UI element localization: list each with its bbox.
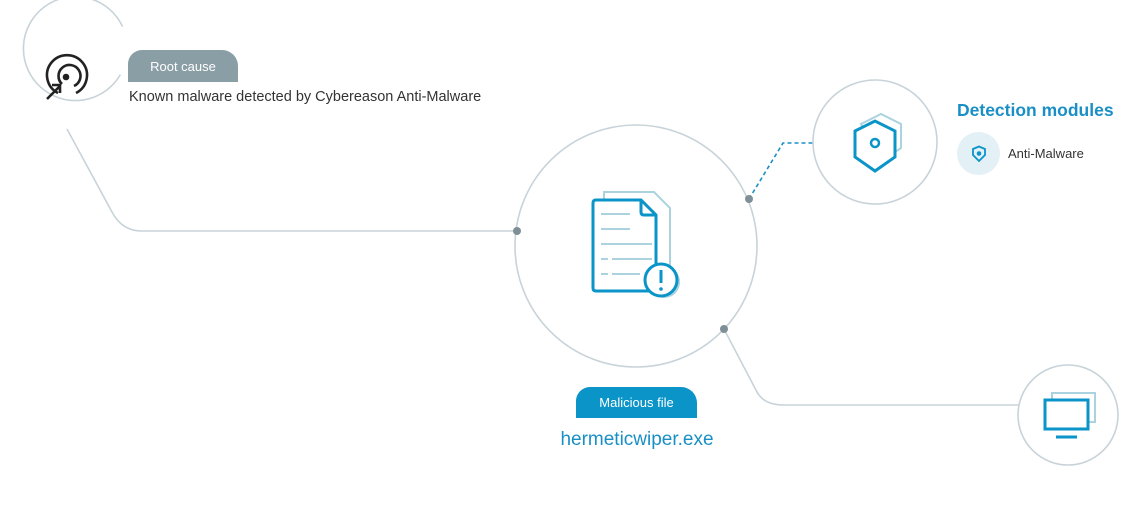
target-icon — [45, 53, 89, 100]
malicious-file-tab: Malicious file — [576, 387, 697, 418]
detection-module-label: Anti-Malware — [1008, 146, 1084, 161]
detection-connector — [748, 142, 815, 200]
malicious-file-name[interactable]: hermeticwiper.exe — [560, 429, 714, 450]
detection-node[interactable] — [812, 79, 938, 205]
machine-node[interactable] — [1017, 364, 1119, 466]
root-cause-tab: Root cause — [128, 50, 238, 82]
detection-modules-title: Detection modules — [957, 100, 1114, 120]
connector-dot — [513, 227, 521, 235]
connector-dot — [720, 325, 728, 333]
detection-module-item[interactable]: Anti-Malware — [957, 132, 1084, 175]
root-cause-node[interactable] — [19, 0, 127, 104]
monitor-icon — [1043, 392, 1096, 439]
machine-connector — [723, 328, 1019, 406]
root-connector — [66, 128, 517, 232]
connector-dot — [745, 195, 753, 203]
shield-icon — [853, 112, 902, 173]
biohazard-shield-icon — [957, 132, 1000, 175]
malicious-file-icon — [591, 191, 680, 298]
malicious-file-node[interactable] — [514, 124, 758, 368]
root-cause-description: Known malware detected by Cybereason Ant… — [129, 89, 482, 105]
